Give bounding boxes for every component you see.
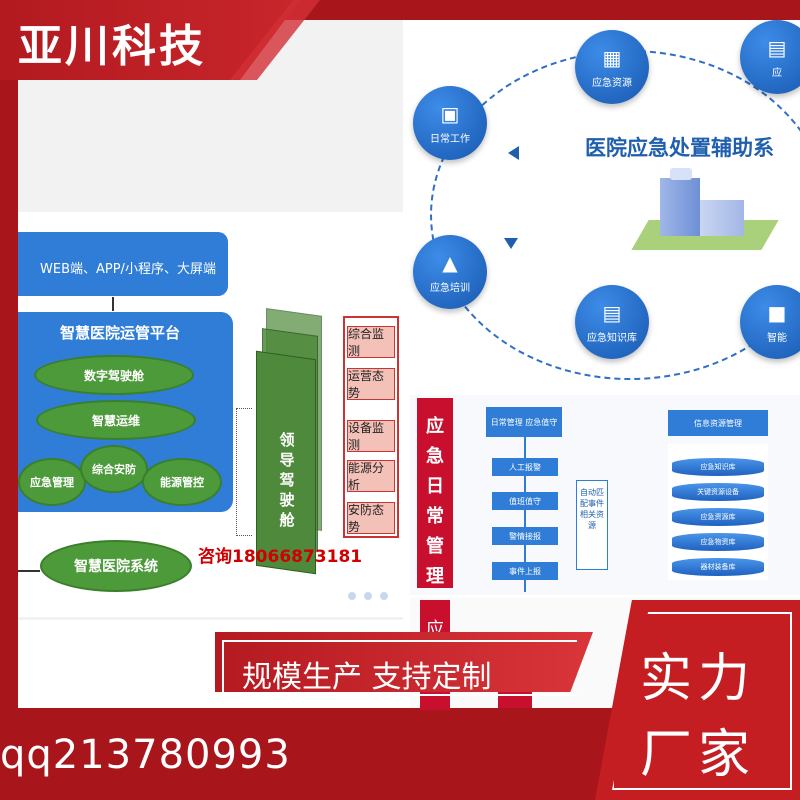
qq-contact: qq213780993 — [0, 732, 291, 778]
node-label: 应急培训 — [430, 282, 470, 294]
node-label: 应急知识库 — [587, 332, 637, 344]
module-digital-cockpit: 数字驾驶舱 — [34, 355, 194, 395]
database-layer: 器材装备库 — [672, 558, 764, 576]
module-security: 综合安防 — [80, 445, 148, 493]
brand-name: 亚川科技 — [18, 21, 206, 72]
slogan-text: 规模生产 支持定制 — [242, 660, 492, 695]
system-arrow — [18, 570, 40, 572]
flow-step: 人工报警 — [492, 458, 558, 476]
building-icon — [660, 178, 700, 236]
info-resource-header: 信息资源管理 — [668, 410, 768, 436]
node-partial: ▤ 应 — [740, 20, 800, 94]
node-label: 应急资源 — [592, 77, 632, 89]
hospital-system: 智慧医院系统 — [40, 540, 192, 592]
bracket-connector — [236, 408, 252, 536]
client-bar — [18, 232, 228, 296]
monitor-item: 安防态势 — [347, 502, 395, 534]
module-emergency: 应急管理 — [18, 458, 86, 506]
monitor-list-frame — [343, 316, 399, 538]
database-layer: 应急知识库 — [672, 458, 764, 476]
database-layer: 应急资源库 — [672, 508, 764, 526]
pager-dot — [348, 592, 356, 600]
strength-line-2: 厂家 — [640, 725, 757, 785]
node-knowledge-base: ▤ 应急知识库 — [575, 285, 649, 359]
platform-title: 智慧医院运管平台 — [60, 324, 181, 342]
graduation-cap-icon: ▲ — [442, 250, 458, 275]
pager-dot — [364, 592, 372, 600]
connector-arrow — [112, 297, 114, 311]
system-title: 医院应急处置辅助系 — [585, 136, 774, 160]
slogan-border — [222, 640, 577, 696]
building-wing — [700, 200, 744, 236]
client-bar-label: WEB端、APP/小程序、大屏端 — [40, 262, 216, 277]
module-smart-ops: 智慧运维 — [36, 400, 196, 440]
ring-arrow — [504, 238, 518, 249]
monitor-item: 运营态势 — [347, 368, 395, 400]
document-icon: ▤ — [767, 35, 787, 60]
auto-match-box: 自动匹配事件相关资源 — [576, 480, 608, 570]
book-icon: ▤ — [602, 300, 622, 325]
database-layer: 关键资源设备 — [672, 483, 764, 501]
monitor-icon: ▣ — [440, 101, 460, 126]
flow-step: 事件上报 — [492, 562, 558, 580]
strength-line-1: 实力 — [640, 649, 757, 709]
slogan-banner — [215, 632, 593, 692]
node-label: 智能 — [767, 332, 787, 344]
flow-step: 警情接报 — [492, 527, 558, 545]
vertical-title: 应急日常管理 — [426, 416, 444, 587]
building-roof — [670, 168, 692, 180]
monitor-item: 能源分析 — [347, 460, 395, 492]
node-smart: ■ 智能 — [740, 285, 800, 359]
flow-head-box: 日常管理 应急值守 — [486, 407, 562, 437]
strength-badge — [595, 600, 800, 800]
flow-line — [524, 437, 526, 592]
box-icon: ▦ — [602, 45, 622, 70]
pager-dot — [380, 592, 388, 600]
node-label: 应 — [772, 67, 782, 79]
module-energy: 能源管控 — [142, 458, 222, 506]
chip-icon: ■ — [767, 300, 787, 325]
node-label: 日常工作 — [430, 133, 470, 145]
database-layer: 应急物资库 — [672, 533, 764, 551]
node-resources: ▦ 应急资源 — [575, 30, 649, 104]
monitor-item: 设备监测 — [347, 420, 395, 452]
flow-step: 值班值守 — [492, 492, 558, 510]
ring-arrow — [508, 146, 519, 160]
monitor-item: 综合监测 — [347, 326, 395, 358]
node-training: ▲ 应急培训 — [413, 235, 487, 309]
vertical-title-bar — [417, 398, 453, 588]
node-daily-work: ▣ 日常工作 — [413, 86, 487, 160]
consult-phone: 咨询18066873181 — [198, 547, 363, 567]
cockpit-label: 领导驾驶舱 — [279, 431, 295, 529]
